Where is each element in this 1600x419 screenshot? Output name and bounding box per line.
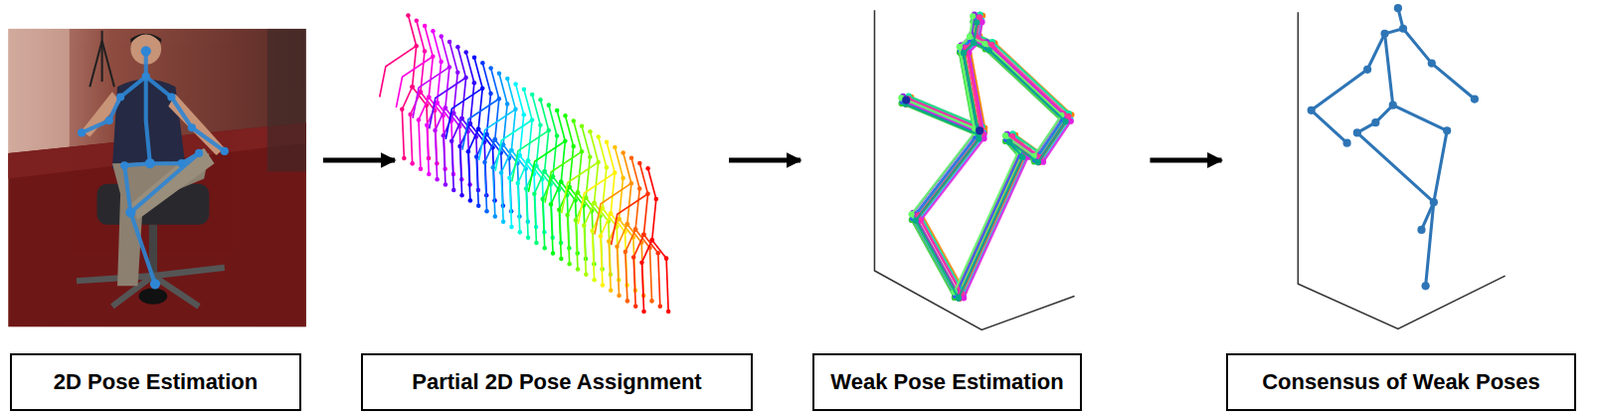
pose-fragment (594, 150, 647, 298)
stage-label: Partial 2D Pose Assignment (411, 368, 702, 395)
pose-fragment (424, 28, 456, 177)
weak-pose (906, 16, 1073, 299)
photo (7, 28, 307, 328)
stage-box: Partial 2D Pose Assignment (360, 353, 753, 411)
pose-fragment (539, 102, 571, 250)
pose-fragment (412, 33, 465, 181)
stage-box: Weak Pose Estimation (812, 353, 1082, 411)
axes (874, 9, 1505, 330)
flow-arrow (728, 158, 801, 164)
pose-fragment (573, 124, 605, 272)
pose-fragment (639, 166, 671, 314)
pose-fragment (611, 161, 664, 309)
pose-fragment (524, 92, 555, 240)
weak-pose (899, 11, 1067, 294)
weak-pose (897, 12, 1065, 295)
flow-arrow (1150, 158, 1223, 164)
weak-pose (907, 18, 1074, 301)
weak-pose (897, 18, 1065, 301)
pose-fragment (507, 81, 538, 229)
flow-arrow (323, 158, 395, 164)
stage-label: 2D Pose Estimation (53, 368, 258, 395)
weak-pose (901, 18, 1068, 301)
pose-fragment (457, 49, 489, 197)
pose-fragment (623, 155, 655, 303)
consensus-joints (1307, 3, 1479, 290)
pose-fragment (512, 97, 564, 245)
pose-fragments (379, 12, 672, 314)
pose-fragment (528, 108, 580, 256)
pose-fragment (491, 71, 523, 219)
weak-pose (905, 10, 1072, 293)
pose-fragment (445, 55, 498, 203)
pose-fragment (441, 39, 473, 187)
pose-fragment (589, 134, 621, 282)
pose-fragment (474, 60, 506, 208)
pose-fragment (462, 65, 515, 213)
weak-pose (901, 14, 1068, 297)
pose-fragment (561, 129, 614, 277)
pose-fragment (577, 140, 630, 288)
pose-fragment (479, 76, 532, 224)
pose-fragment (495, 86, 547, 234)
pose-fragment (429, 44, 482, 192)
pose-fragment (395, 23, 448, 172)
pose-fragment (606, 145, 638, 293)
pose-fragment (379, 12, 432, 161)
stage-box: 2D Pose Estimation (9, 353, 302, 411)
stage-label: Consensus of Weak Poses (1261, 368, 1541, 395)
pose-fragment (556, 113, 588, 261)
consensus-pose (1311, 7, 1475, 286)
weak-poses (897, 10, 1074, 301)
weak-pose (899, 16, 1067, 299)
stage-box: Consensus of Weak Poses (1226, 353, 1577, 411)
weak-pose (904, 13, 1071, 296)
pose-fragment (544, 118, 597, 266)
pose-fragment (407, 17, 439, 166)
weak-pose (902, 18, 1069, 301)
stage-label: Weak Pose Estimation (830, 368, 1064, 395)
